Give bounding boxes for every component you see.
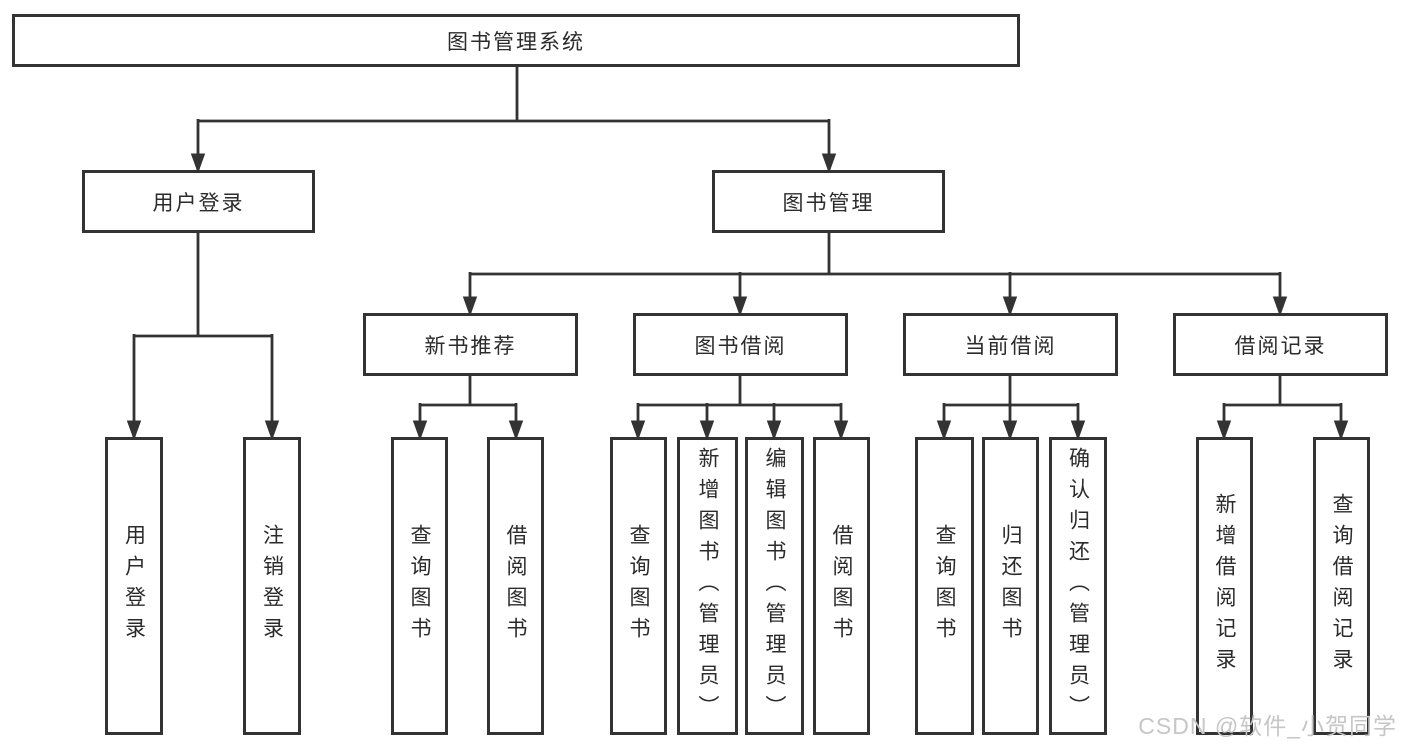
leaf-query-borrow-record: 查询借阅记录: [1313, 437, 1370, 735]
node-new-book-recommend-label: 新书推荐: [424, 334, 517, 358]
leaf-borrow-books-borrowing-label: 借阅图书: [830, 524, 853, 648]
node-book-management: 图书管理: [712, 170, 945, 233]
leaf-query-books-recommend-label: 查询图书: [408, 524, 431, 648]
watermark: CSDN @软件_小贺同学: [1138, 707, 1397, 741]
node-book-borrowing: 图书借阅: [633, 313, 848, 376]
node-current-borrowing-label: 当前借阅: [964, 334, 1057, 358]
leaf-add-borrow-record-label: 新增借阅记录: [1213, 493, 1236, 679]
leaf-query-books-current: 查询图书: [915, 437, 974, 735]
leaf-add-borrow-record: 新增借阅记录: [1196, 437, 1253, 735]
leaf-query-borrow-record-label: 查询借阅记录: [1330, 493, 1353, 679]
node-user-login-label: 用户登录: [152, 191, 245, 215]
leaf-add-book-admin: 新增图书（管理员）: [677, 437, 738, 735]
node-borrowing-records-label: 借阅记录: [1234, 334, 1327, 358]
leaf-borrow-books-borrowing: 借阅图书: [813, 437, 870, 735]
node-borrowing-records: 借阅记录: [1173, 313, 1388, 376]
leaf-logout-label: 注销登录: [260, 524, 284, 648]
leaf-return-book: 归还图书: [982, 437, 1039, 735]
leaf-query-books-borrowing: 查询图书: [610, 437, 667, 735]
leaf-query-books-current-label: 查询图书: [933, 524, 956, 648]
leaf-query-books-recommend: 查询图书: [391, 437, 448, 735]
node-user-login: 用户登录: [82, 170, 315, 233]
node-library-system: 图书管理系统: [12, 14, 1020, 67]
leaf-return-book-label: 归还图书: [999, 524, 1022, 648]
leaf-confirm-return-admin: 确认归还（管理员）: [1049, 437, 1107, 735]
leaf-borrow-books-recommend-label: 借阅图书: [504, 524, 527, 648]
leaf-user-login: 用户登录: [105, 437, 163, 735]
node-current-borrowing: 当前借阅: [903, 313, 1118, 376]
leaf-confirm-return-admin-label: 确认归还（管理员）: [1066, 446, 1090, 726]
leaf-query-books-borrowing-label: 查询图书: [627, 524, 650, 648]
node-book-management-label: 图书管理: [782, 191, 875, 215]
leaf-edit-book-admin-label: 编辑图书（管理员）: [763, 446, 786, 726]
watermark-text: CSDN @软件_小贺同学: [1138, 713, 1397, 739]
node-new-book-recommend: 新书推荐: [363, 313, 578, 376]
leaf-add-book-admin-label: 新增图书（管理员）: [696, 446, 719, 726]
leaf-edit-book-admin: 编辑图书（管理员）: [745, 437, 804, 735]
leaf-logout: 注销登录: [243, 437, 301, 735]
leaf-borrow-books-recommend: 借阅图书: [487, 437, 544, 735]
node-library-system-label: 图书管理系统: [447, 30, 585, 54]
leaf-user-login-label: 用户登录: [122, 524, 146, 648]
node-book-borrowing-label: 图书借阅: [694, 334, 787, 358]
